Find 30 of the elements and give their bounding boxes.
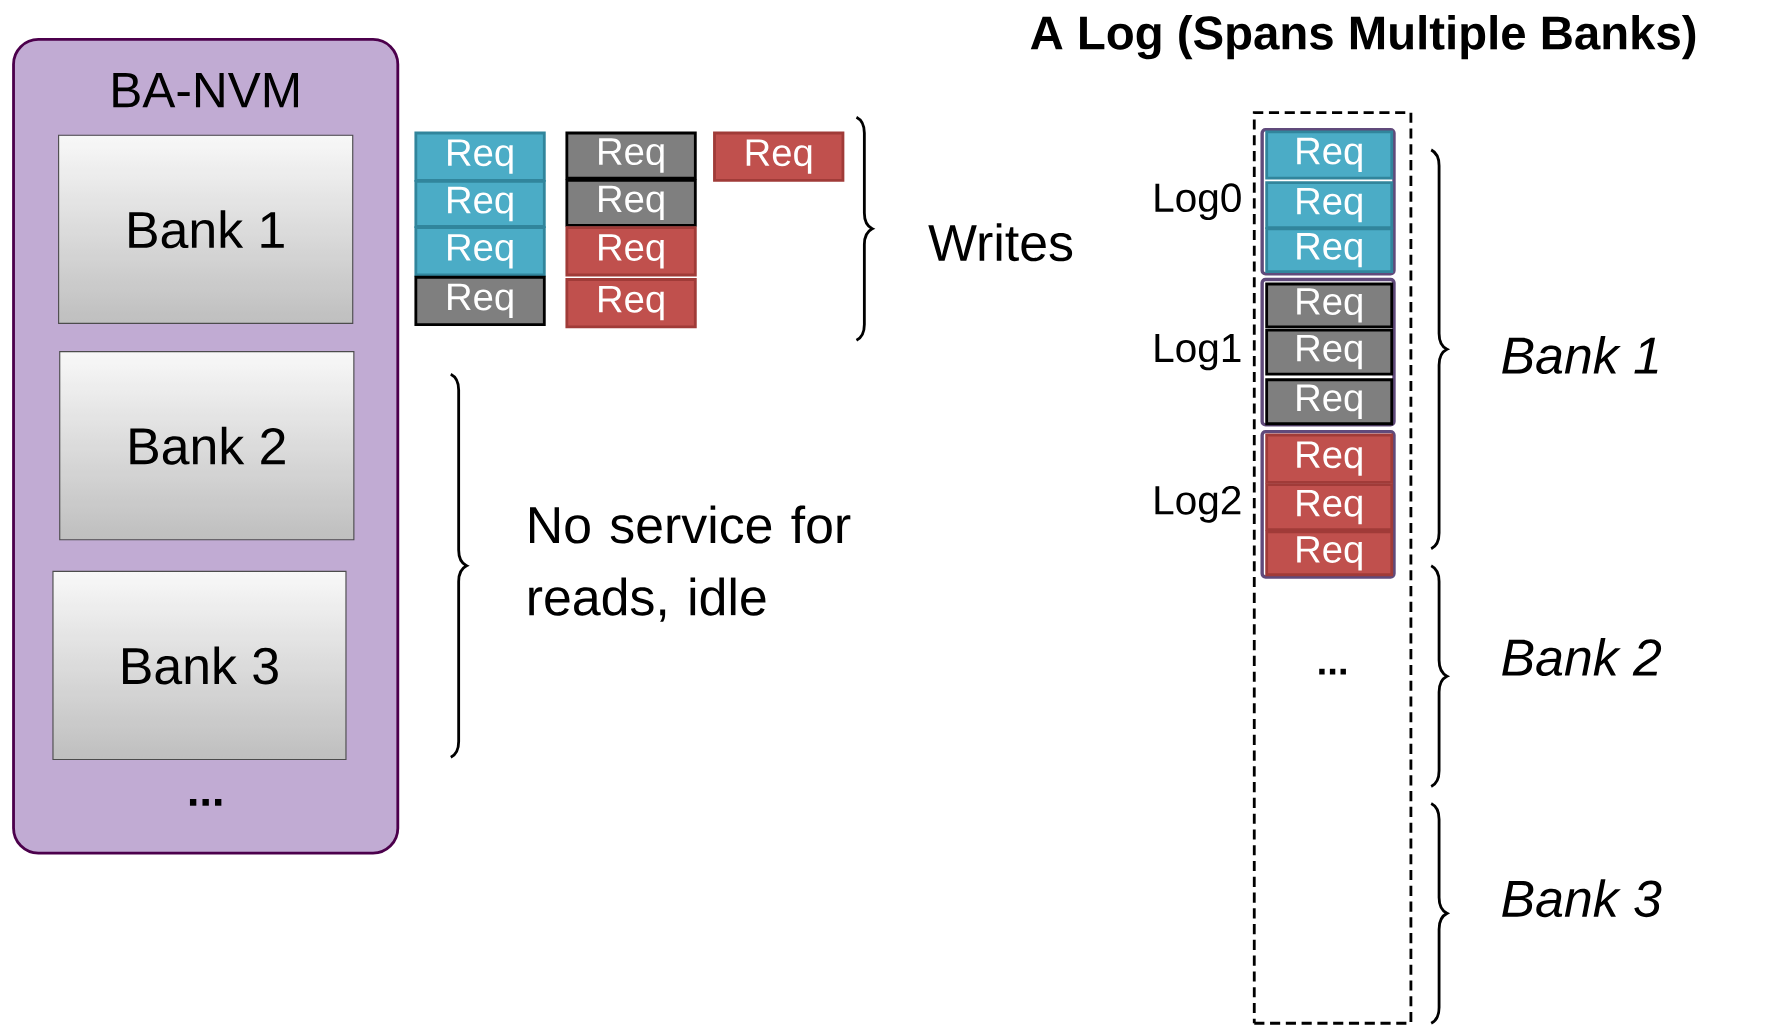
node-label: Log0 — [1155, 183, 1241, 221]
note: No service for reads, idle — [529, 505, 851, 622]
request-block: Req — [1265, 483, 1394, 532]
request-block: Req — [713, 131, 845, 182]
bank-label: Bank 2 — [1502, 638, 1662, 677]
request-block: Req — [1265, 530, 1394, 577]
request-block: Req — [1265, 130, 1394, 180]
request-block: Req — [565, 131, 697, 180]
request-block: Req — [414, 226, 546, 277]
bank-box: Bank 1 — [58, 134, 354, 325]
bank-label: Bank 1 — [1502, 336, 1658, 375]
request-block: Req — [1265, 433, 1394, 484]
title: A Log (Spans Multiple Banks) — [1030, 15, 1696, 60]
request-block: Req — [414, 276, 546, 327]
request-block: Req — [1265, 378, 1394, 426]
request-block: Req — [565, 226, 697, 277]
writes-label: Writes — [928, 223, 1073, 262]
request-block: Req — [414, 180, 546, 229]
bank-box: Bank 3 — [52, 570, 347, 761]
bank-label: Bank 3 — [1502, 879, 1662, 918]
request-block: Req — [1265, 227, 1394, 274]
request-block: Req — [565, 179, 697, 227]
request-block: Req — [565, 278, 697, 329]
node-label: Log1 — [1155, 334, 1241, 371]
request-block: Req — [1265, 181, 1394, 230]
node-label: Log2 — [1155, 486, 1241, 523]
request-block: Req — [1265, 282, 1394, 329]
request-block: Req — [1265, 328, 1394, 376]
bank-box: Bank 2 — [59, 351, 355, 541]
request-block: Req — [414, 131, 546, 182]
